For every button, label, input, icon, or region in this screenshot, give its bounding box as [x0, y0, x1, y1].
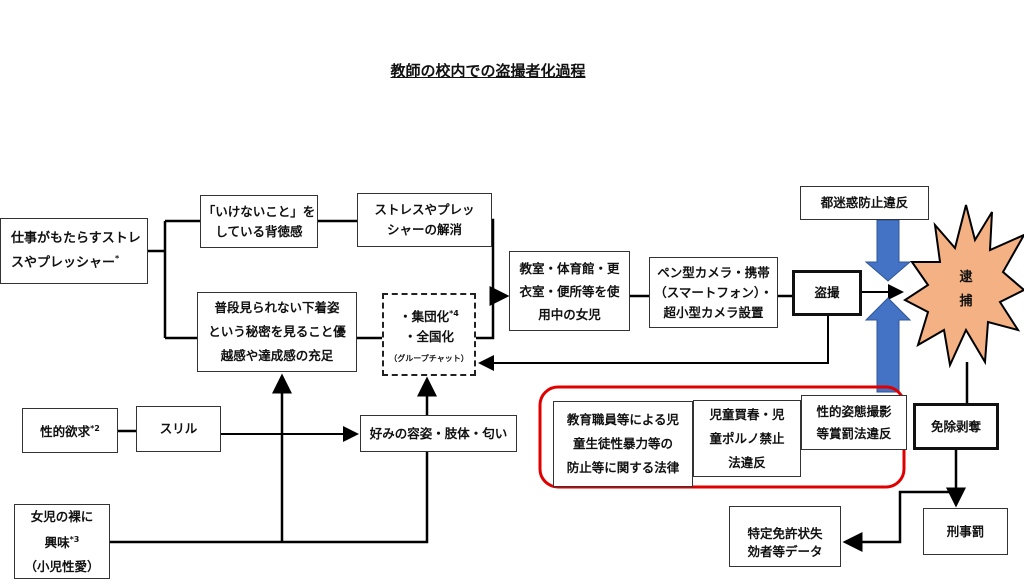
license-db-box: 特定免許状失 効者等データ [729, 506, 841, 567]
tokyo-ordinance-box: 都迷惑防止違反 [800, 186, 929, 220]
locations-box: 教室・体育館・更 衣室・便所等を使 用中の女児 [509, 251, 630, 331]
sexual-desire-box: 性的欲求*2 [22, 408, 118, 453]
interest-line2: 興味 [44, 535, 70, 551]
dismissal-box: 免除剥奪 [913, 403, 999, 450]
group-chat-box: ・集団化*4 ・全国化 （グループチャット） [382, 293, 476, 376]
interest-line1: 女児の裸に [30, 509, 94, 525]
thrill-box: スリル [136, 406, 221, 452]
law-child-porn-box: 児童買春・児 童ポルノ禁止 法違反 [693, 400, 801, 477]
stress-branch-line [148, 219, 200, 340]
footnote-mark: *3 [69, 535, 80, 545]
voyeurism-box: 盗撮 [792, 270, 862, 316]
diagram-title: 教師の校内での盗撮者化過程 [390, 62, 586, 80]
interest-box: 女児の裸に 興味*3 （小児性愛） [14, 504, 110, 579]
work-stress-text: 仕事がもたらすストレスやプレッシャー [11, 230, 141, 271]
guilt-box: 「いけないこと」を している背徳感 [200, 195, 318, 248]
footnote-mark: *2 [90, 423, 100, 433]
footnote-mark: *4 [449, 308, 459, 318]
blue-up-arrow-icon [864, 297, 912, 393]
preferences-box: 好みの容姿・肢体・匂い [360, 415, 517, 452]
footnote-mark: * [115, 253, 120, 263]
group-line2: ・全国化 [403, 329, 454, 345]
interest-line3: （小児性愛） [24, 558, 100, 574]
criminal-penalty-box: 刑事罰 [923, 508, 1008, 555]
merge-line [357, 218, 495, 340]
blue-down-arrow-icon [864, 219, 912, 282]
arrest-starburst-icon [903, 204, 1024, 369]
feedback-arrow [478, 316, 829, 371]
arrest-label: 逮 捕 [959, 270, 973, 309]
superiority-box: 普段見られない下着姿 という秘密を見ること優 越感や達成感の充足 [197, 292, 357, 372]
cameras-box: ペン型カメラ・携帯 （スマートフォン）・ 超小型カメラ設置 [649, 257, 778, 328]
interest-line [110, 452, 429, 544]
law-education-box: 教育職員等による児 童生徒性暴力等の 防止等に関する法律 [553, 401, 693, 487]
stress-relief-box: ストレスやプレッ シャーの解消 [357, 193, 492, 247]
group-chat-label: （グループチャット） [389, 354, 469, 364]
group-line1: ・集団化 [399, 309, 450, 325]
work-stress-box: 仕事がもたらすストレスやプレッシャー* [0, 218, 148, 284]
to-license-db-arrow [842, 490, 956, 552]
sexual-desire-text: 性的欲求 [40, 424, 91, 440]
law-sexual-imaging-box: 性的姿態撮影 等賞罰法違反 [801, 395, 907, 450]
